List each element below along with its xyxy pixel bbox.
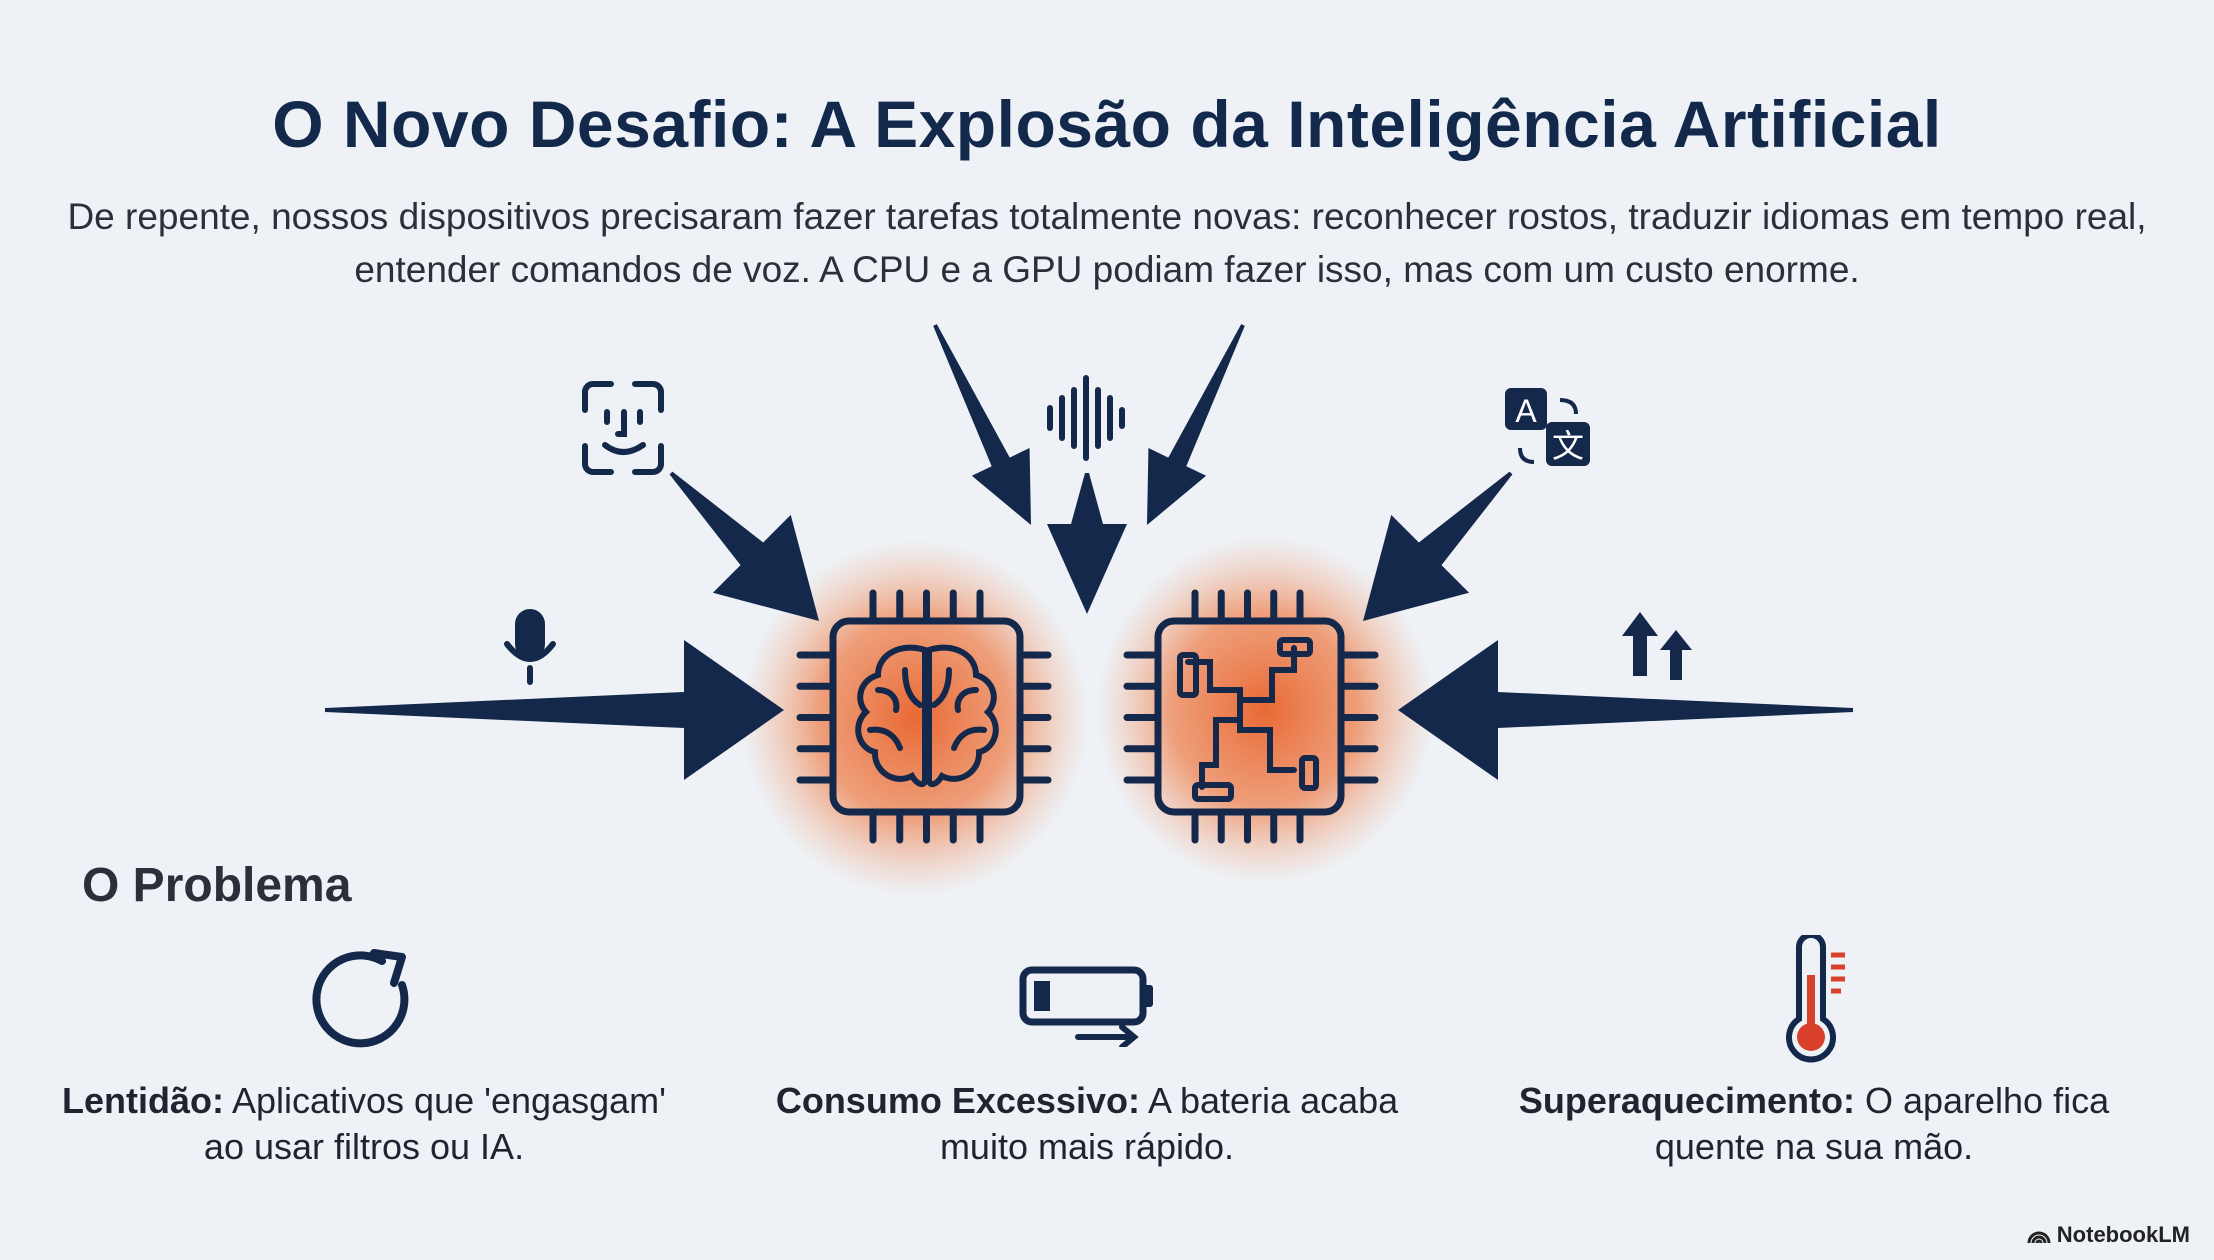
face-id-icon (582, 381, 664, 475)
problem-overheating: Superaquecimento: O aparelho fica quente… (1494, 1078, 2134, 1170)
problem-battery: Consumo Excessivo: A bateria acaba muito… (767, 1078, 1407, 1170)
notebooklm-logo-icon (2027, 1231, 2051, 1244)
thermometer-icon (1786, 935, 1845, 1063)
subtitle: De repente, nossos dispositivos precisar… (67, 196, 2147, 290)
input-arrows (325, 324, 1853, 780)
svg-text:文: 文 (1552, 428, 1584, 464)
problem-label: Lentidão: (61, 1080, 224, 1121)
battery-icon (1019, 966, 1153, 1047)
arrow (1398, 640, 1853, 780)
arrow (1147, 324, 1245, 525)
arrow (1047, 473, 1127, 614)
brain-icon (855, 644, 999, 788)
problem-heading: O Problema (82, 859, 352, 912)
microphone-icon (504, 609, 556, 685)
pipes-icon (1177, 637, 1319, 802)
arrow (1363, 471, 1513, 621)
gpu-chip-pipes-icon (1123, 589, 1379, 844)
problem-label: Consumo Excessivo: (775, 1080, 1140, 1121)
problem-slowness: Lentidão: Aplicativos que 'engasgam' ao … (44, 1078, 684, 1170)
heat-glow-left (740, 538, 1090, 898)
cpu-chip-brain-icon (796, 589, 1052, 844)
refresh-icon (312, 949, 409, 1048)
problem-text: A bateria acaba muito mais rápido. (939, 1080, 1399, 1167)
arrow (325, 640, 784, 780)
upload-arrows-icon (1622, 612, 1692, 680)
svg-text:A: A (1515, 393, 1537, 429)
soundwave-icon (1047, 375, 1125, 461)
arrow (669, 471, 819, 621)
translate-icon: A 文 (1505, 388, 1590, 466)
page-title: O Novo Desafio: A Explosão da Inteligênc… (272, 87, 1942, 161)
problem-text: Aplicativos que 'engasgam' ao usar filtr… (203, 1080, 666, 1167)
problem-text: O aparelho fica quente na sua mão. (1654, 1080, 2110, 1167)
brand-label: NotebookLM (2056, 1222, 2190, 1247)
arrow (933, 324, 1031, 525)
notebooklm-brand: NotebookLM (2027, 1222, 2190, 1248)
problem-label: Superaquecimento: (1518, 1080, 1855, 1121)
